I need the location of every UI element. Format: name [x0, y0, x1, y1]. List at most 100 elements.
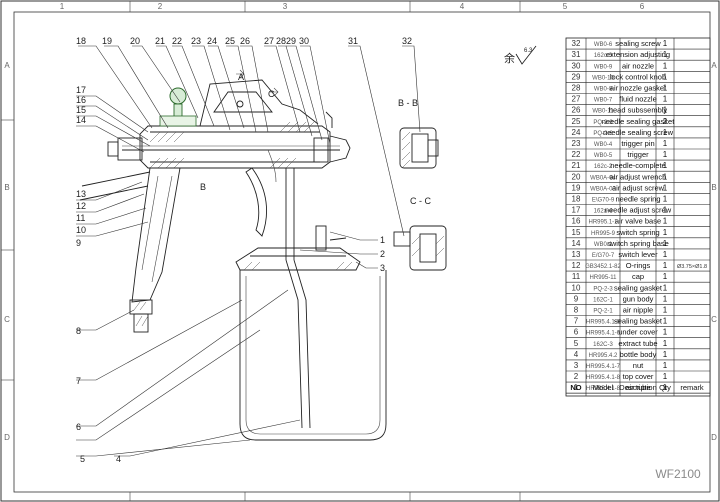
cell-no: 15	[572, 228, 581, 237]
cell-qty: 1	[663, 339, 668, 348]
grid-row-label: D	[4, 433, 10, 442]
cell-description: air valve base	[615, 217, 661, 226]
grid-row-label: D	[711, 433, 717, 442]
cell-qty: 1	[663, 217, 668, 226]
cell-model: 162C-3	[593, 342, 613, 348]
cell-description: needle sealing screw	[603, 128, 674, 137]
cell-no: 30	[572, 61, 581, 70]
cell-description: air adjust screw	[612, 183, 665, 192]
section-bb-label: B - B	[398, 98, 418, 108]
cell-qty: 1	[663, 283, 668, 292]
header-qty: Qty	[659, 383, 671, 392]
cell-qty: 1	[663, 128, 668, 137]
cell-model: HR995-9	[591, 231, 616, 237]
callout-number: 22	[172, 36, 182, 46]
callout-number: 19	[102, 36, 112, 46]
cell-no: 23	[572, 139, 581, 148]
header-remark: remark	[680, 383, 704, 392]
callout-number: 20	[130, 36, 140, 46]
cell-model: HR995.4.1-8	[586, 320, 621, 326]
cell-no: 32	[572, 39, 581, 48]
cell-description: switch lever	[618, 250, 658, 259]
cell-no: 6	[574, 328, 579, 337]
cell-qty: 1	[663, 228, 668, 237]
callout-number: 21	[155, 36, 165, 46]
cell-no: 21	[572, 161, 581, 170]
callout-number: 11	[76, 213, 85, 223]
cell-no: 16	[572, 217, 581, 226]
cell-description: head subssembly	[609, 106, 668, 115]
grid-column-labels: 1 2 3 4 5 6	[60, 2, 645, 11]
finish-note-text: 余	[504, 51, 515, 65]
cell-description: needle spring	[615, 195, 660, 204]
cell-qty: 1	[663, 306, 668, 315]
callout-number: 1	[380, 235, 385, 245]
cell-qty: 1	[663, 183, 668, 192]
grid-row-label: A	[711, 61, 717, 70]
cell-qty: 1	[663, 328, 668, 337]
cell-qty: 1	[663, 294, 668, 303]
grid-row-labels: A B C D A B C D	[4, 61, 717, 442]
grid-row-label: B	[711, 183, 716, 192]
callout-number: 17	[76, 85, 86, 95]
cell-no: 17	[572, 206, 581, 215]
callout-number: 13	[76, 189, 86, 199]
callouts-top: 18 19 20 21 22 23 24 25 26 27 28 29 30 3…	[76, 36, 421, 237]
cell-description: nut	[633, 361, 644, 370]
grid-row-label: B	[4, 183, 9, 192]
cell-qty: 1	[663, 72, 668, 81]
cell-qty: 2	[663, 117, 668, 126]
cell-no: 25	[572, 117, 581, 126]
cell-model: PQ-2-1	[593, 309, 613, 315]
cell-description: trigger pin	[621, 139, 654, 148]
cell-model: WB0-4	[594, 142, 613, 148]
spray-gun-assembly: B - B C - C	[79, 69, 447, 441]
grid-row-label: C	[4, 315, 10, 324]
cell-qty: 1	[663, 150, 668, 159]
callout-number: 5	[80, 454, 85, 464]
cell-model: PQ-2-3	[593, 120, 613, 126]
cell-model: HR995.4.1-8	[586, 386, 621, 392]
callout-number: 6	[76, 422, 81, 432]
cell-qty: 1	[663, 250, 668, 259]
cell-qty: 1	[663, 106, 668, 115]
cell-no: 27	[572, 95, 581, 104]
cell-qty: 1	[663, 161, 668, 170]
cell-no: 2	[574, 372, 579, 381]
grid-col-label: 1	[60, 2, 65, 11]
cell-description: gun body	[623, 294, 654, 303]
cell-description: under cover	[618, 328, 658, 337]
callout-number: 16	[76, 95, 86, 105]
cell-no: 10	[572, 283, 581, 292]
cell-model: WB0A-03	[590, 186, 616, 192]
cell-qty: 1	[663, 372, 668, 381]
cell-qty: 1	[663, 239, 668, 248]
cell-description: switch spring	[616, 228, 659, 237]
cell-qty: 1	[663, 206, 668, 215]
drawing-title: WF2100	[655, 467, 701, 481]
cell-description: cap	[632, 272, 644, 281]
cell-description: sealing screw	[615, 39, 661, 48]
grid-col-label: 6	[640, 2, 645, 11]
cell-qty: 1	[663, 95, 668, 104]
callout-number: 26	[240, 36, 250, 46]
header-no: NO	[570, 383, 581, 392]
cell-description: needle-complete	[610, 161, 665, 170]
grid-col-label: 4	[460, 2, 465, 11]
cell-model: WB0-8	[594, 87, 613, 93]
cell-model: WB0-9	[594, 64, 613, 70]
